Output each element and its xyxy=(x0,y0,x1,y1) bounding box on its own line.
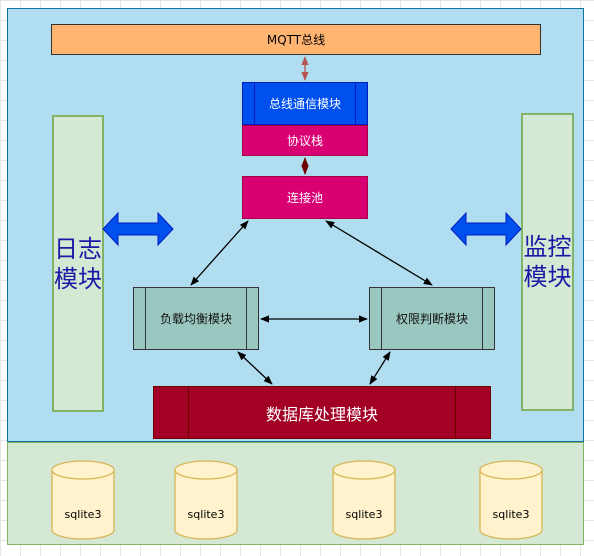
database-label: sqlite3 xyxy=(65,508,102,521)
mqtt-bus-label: MQTT总线 xyxy=(266,33,326,47)
pool-to-permission-connector xyxy=(325,220,433,286)
bus-comm-module-node[interactable]: 总线通信模块 xyxy=(242,82,368,125)
permission-module-node[interactable]: 权限判断模块 xyxy=(369,287,495,350)
database-label: sqlite3 xyxy=(346,508,383,521)
load-balance-left-line xyxy=(145,288,146,349)
database-cylinder[interactable]: sqlite3 xyxy=(479,460,543,540)
database-label: sqlite3 xyxy=(493,508,530,521)
protocol-stack-label: 协议栈 xyxy=(286,134,323,148)
monitor-double-arrow-icon xyxy=(450,211,522,247)
load-balance-label: 负载均衡模块 xyxy=(159,312,232,326)
bus-comm-right-bar xyxy=(355,83,367,124)
mqtt-bus-node[interactable]: MQTT总线 xyxy=(51,24,541,55)
database-label: sqlite3 xyxy=(188,508,225,521)
pool-to-load-balance-connector xyxy=(190,220,249,286)
database-cylinder[interactable]: sqlite3 xyxy=(332,460,396,540)
load-balance-right-line xyxy=(246,288,247,349)
connection-pool-label: 连接池 xyxy=(286,191,323,205)
protocol-stack-node[interactable]: 协议栈 xyxy=(242,125,368,156)
log-module-label: 日志 模块 xyxy=(54,234,102,293)
database-cylinder[interactable]: sqlite3 xyxy=(174,460,238,540)
db-module-right-line xyxy=(455,387,456,438)
db-processing-module-node[interactable]: 数据库处理模块 xyxy=(153,386,491,439)
database-cylinder[interactable]: sqlite3 xyxy=(51,460,115,540)
connection-pool-node[interactable]: 连接池 xyxy=(242,176,368,219)
db-module-label: 数据库处理模块 xyxy=(265,404,378,424)
monitor-module-node[interactable]: 监控 模块 xyxy=(521,113,574,411)
load-balance-module-node[interactable]: 负载均衡模块 xyxy=(133,287,259,350)
permission-to-db-connector xyxy=(369,351,391,385)
permission-label: 权限判断模块 xyxy=(395,312,468,326)
monitor-module-label: 监控 模块 xyxy=(523,233,572,291)
bus-comm-left-bar xyxy=(243,83,255,124)
db-module-left-line xyxy=(188,387,189,438)
permission-right-line xyxy=(482,288,483,349)
load-balance-to-db-connector xyxy=(237,351,273,385)
log-double-arrow-icon xyxy=(102,211,174,247)
permission-left-line xyxy=(381,288,382,349)
log-module-node[interactable]: 日志 模块 xyxy=(52,115,104,412)
bus-comm-label: 总线通信模块 xyxy=(268,97,341,111)
